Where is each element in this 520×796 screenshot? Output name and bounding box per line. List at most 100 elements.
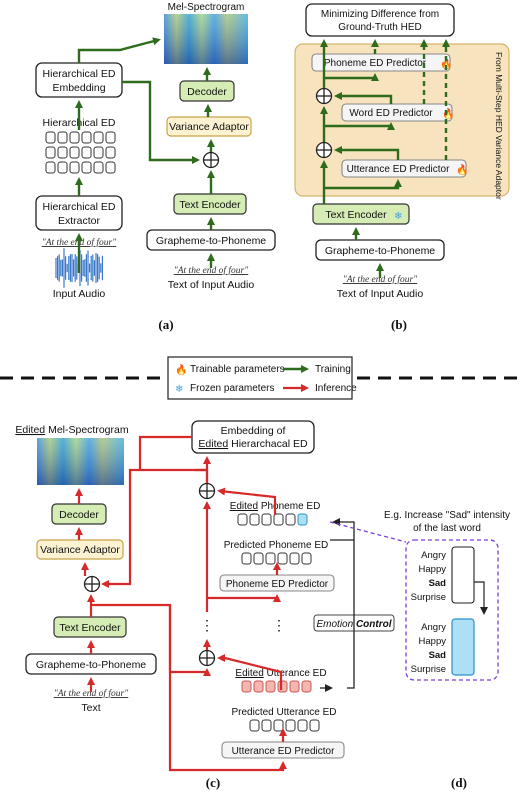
after-vector-box [451,618,475,676]
decoder-label: Decoder [187,86,227,98]
panel-d: E.g. Increase "Sad" intensity of the las… [384,510,510,790]
ed-cell [289,680,300,693]
text-encoder-label: Text Encoder [179,199,241,211]
ed-cell [285,719,296,732]
sum-node-b2 [315,141,333,159]
pred-utter-title: Predicted Utterance ED [231,707,336,718]
ed-cell [261,513,272,526]
sum-node-c [83,575,101,593]
edited-utter-a: Edited [235,668,263,679]
text-label-c: Text [81,702,100,714]
panel-a: Mel-Spectrogram Hierarchical ED Embeddin… [35,2,276,332]
ed-cell [57,146,68,159]
panel-c: Edited Mel-Spectrogram Decoder Variance … [15,420,407,790]
edited-phoneme-a: Edited [230,501,258,512]
edited-mel-title: Edited Mel-Spectrogram [15,424,128,436]
text-encoder-label-c: Text Encoder [59,622,121,634]
edited-utter-row [241,680,312,693]
g2p-box-b [315,239,445,261]
ed-cell [57,161,68,174]
flame-icon: 🔥 [456,163,468,176]
sum-node-a [202,151,220,169]
before-vector-box [451,546,475,604]
input-audio-label: Input Audio [53,288,106,300]
emotion-name: Happy [419,636,447,647]
flame-icon: 🔥 [175,363,187,376]
edited-mel-b: Mel-Spectrogram [45,424,129,436]
ed-cell [69,146,80,159]
ed-cell [93,161,104,174]
ed-cell [105,161,116,174]
top-line2: Ground-Truth HED [338,22,422,33]
dots-left: ⋮ [200,617,214,633]
dots-right: ⋮ [272,617,286,633]
ed-cell [81,146,92,159]
phoneme-pred-label: Phoneme ED Predictor [324,58,427,69]
emotion-name: Angry [421,550,446,561]
emotion-name: Surprise [411,592,446,603]
ed-cell [45,161,56,174]
edited-utter-title: Edited Utterance ED [235,668,326,679]
g2p-label-b: Grapheme-to-Phoneme [325,245,435,257]
text-quote-b: "At the end of four" [343,274,418,285]
text-input-b: Text of Input Audio [337,288,424,300]
word-predictor-box [341,103,453,122]
sum-node-c1 [198,482,216,500]
pred-utter-row [249,719,320,732]
emotion-control-label: Emotion Control [316,619,391,630]
edited-phoneme-b: Phoneme ED [258,501,320,512]
ed-cell [301,552,312,565]
ed-cell [81,161,92,174]
ed-cell [309,719,320,732]
ed-cell [265,552,276,565]
ed-cell [273,513,284,526]
label-b: (b) [391,317,407,332]
caption-line2: of the last word [413,523,481,534]
ed-cell [105,131,116,144]
ed-cell [253,552,264,565]
ed-cell [241,680,252,693]
phoneme-pred-label-c: Phoneme ED Predictor [226,579,329,590]
decoder-label-c: Decoder [59,509,99,521]
text-quote-c: "At the end of four" [54,688,129,699]
edited-mel-spectrogram-image [37,438,124,485]
legend-frozen: Frozen parameters [190,383,274,394]
ed-cell [253,680,264,693]
legend: 🔥 Trainable parameters ❄ Frozen paramete… [167,356,357,400]
extractor-line2: Extractor [58,215,101,227]
ed-cell [241,552,252,565]
emotion-name: Angry [421,622,446,633]
pred-phoneme-row [241,552,312,565]
ed-cell [273,719,284,732]
legend-trainable: Trainable parameters [190,364,285,375]
utterance-predictor-box [341,159,467,178]
top-line1: Minimizing Difference from [321,9,439,20]
edited-phoneme-row [237,513,308,526]
emotion-name: Sad [429,650,447,661]
edited-mel-a: Edited [15,424,45,436]
training-arrows-b [320,39,450,278]
extractor-line1: Hierarchical ED [43,201,116,213]
ed-cell [285,513,296,526]
phoneme-predictor-box [311,53,451,72]
ed-cell [277,552,288,565]
edited-phoneme-title: Edited Phoneme ED [230,501,321,512]
label-a: (a) [158,317,173,332]
link-to-example [329,521,407,543]
hier-ed-grid [45,131,116,174]
text-of-input-audio: Text of Input Audio [168,279,255,291]
emotion-a: Emotion [316,619,355,630]
text-encoder-label-b: Text Encoder [325,209,387,221]
ed-cell [249,513,260,526]
before-after-arrow [474,581,488,615]
waveform-image [55,248,104,288]
snowflake-icon: ❄ [394,211,402,222]
emotion-b: Control [356,619,392,630]
sum-node-b1 [315,87,333,105]
legend-training: Training [315,364,351,375]
sum-node-c2 [198,649,216,667]
flame-icon: 🔥 [442,107,454,120]
text-encoder-box-b [312,203,410,225]
ed-cell [69,161,80,174]
